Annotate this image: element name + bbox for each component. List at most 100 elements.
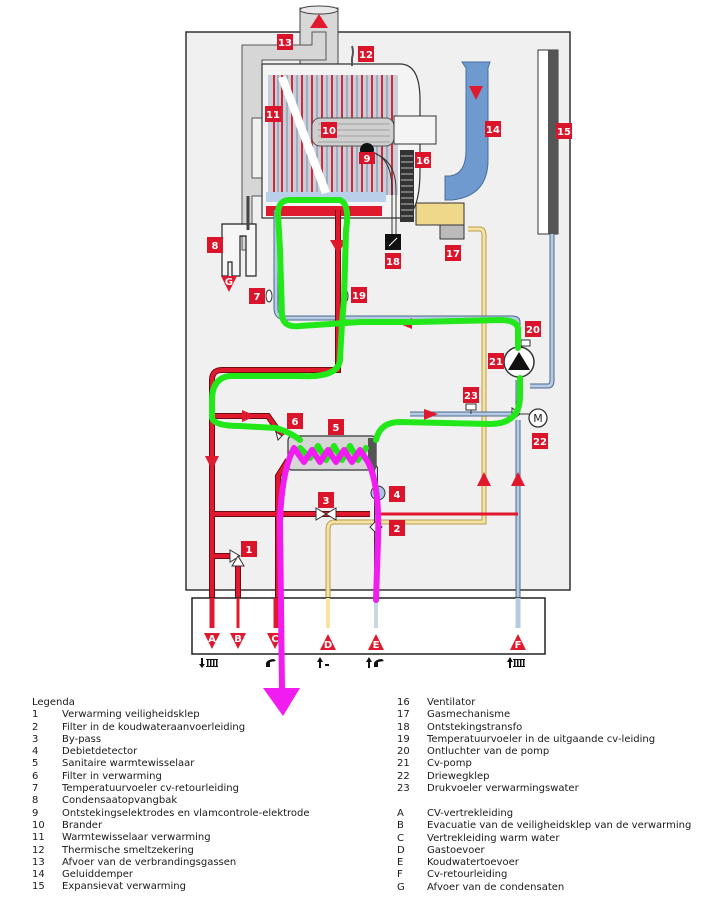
- svg-text:4: 4: [394, 490, 401, 501]
- condensate-plate: [278, 76, 330, 194]
- label-3: 3: [318, 492, 334, 508]
- radiator-outflow-icon: [199, 658, 218, 668]
- bypass-valve: [315, 507, 327, 521]
- connection-G: G: [221, 276, 237, 292]
- legend-title: Legenda: [32, 697, 75, 708]
- component-labels: 1 2 3 4 5 6 7 8 9 10 11 12 13 14 15 16 1…: [207, 34, 572, 557]
- radiator-return-icon: [507, 657, 525, 668]
- label-16: 16: [415, 152, 431, 168]
- connection-E: E: [368, 634, 384, 651]
- svg-text:B: B: [234, 634, 242, 645]
- label-10: 10: [321, 122, 337, 138]
- flue-arrow: [310, 14, 328, 28]
- label-14: 14: [485, 121, 501, 137]
- connection-B: B: [230, 633, 246, 649]
- magenta-annotation-dhw-path: [277, 445, 382, 693]
- condensate-trap: [221, 223, 257, 277]
- label-5: 5: [328, 419, 344, 435]
- cold-tap-icon: [366, 657, 384, 668]
- svg-text:14: 14: [486, 125, 500, 136]
- svg-text:F: F: [515, 640, 522, 651]
- valve-motor-symbol: M: [533, 412, 543, 425]
- svg-text:16: 16: [416, 156, 430, 167]
- label-23: 23: [463, 387, 479, 403]
- label-11: 11: [265, 106, 281, 122]
- svg-text:E: E: [373, 640, 380, 651]
- svg-text:6: 6: [292, 417, 299, 428]
- svg-text:7: 7: [254, 292, 261, 303]
- flow-arrow: [242, 410, 256, 422]
- label-1: 1: [241, 541, 257, 557]
- silencer: [444, 61, 491, 201]
- boiler-schematic: M A B C D E F G: [185, 5, 572, 716]
- label-4: 4: [389, 486, 405, 502]
- label-2: 2: [389, 520, 405, 536]
- svg-text:23: 23: [464, 391, 478, 402]
- safety-valve: [229, 549, 241, 563]
- silencer-arrow: [469, 86, 483, 100]
- label-17: 17: [445, 245, 461, 261]
- flue-opening: [299, 5, 339, 15]
- svg-text:5: 5: [333, 423, 340, 434]
- label-8: 8: [207, 237, 223, 253]
- gas-valve: [415, 202, 465, 226]
- return-temp-sensor: [265, 289, 273, 303]
- label-6: 6: [287, 413, 303, 429]
- heating-filter: [275, 430, 283, 441]
- green-annotation-heating-loop: [209, 197, 523, 443]
- connection-stubs: [209, 598, 521, 628]
- label-15: 15: [556, 123, 572, 139]
- burner-inlet: [393, 115, 437, 145]
- svg-text:22: 22: [533, 437, 547, 448]
- pump-deaerator: [520, 339, 531, 347]
- flow-arrow: [511, 472, 525, 486]
- svg-text:C: C: [271, 634, 278, 645]
- connection-A: A: [204, 633, 220, 649]
- svg-text:A: A: [208, 634, 216, 645]
- svg-text:9: 9: [364, 154, 371, 165]
- svg-text:2: 2: [394, 524, 401, 535]
- flow-arrow: [205, 456, 219, 470]
- thermal-fuse: [351, 45, 354, 66]
- svg-text:13: 13: [278, 38, 292, 49]
- label-9: 9: [359, 152, 375, 165]
- label-7: 7: [249, 288, 265, 304]
- svg-text:12: 12: [359, 50, 373, 61]
- svg-text:D: D: [324, 640, 332, 651]
- hot-tap-icon: [266, 659, 276, 667]
- svg-text:11: 11: [266, 110, 280, 121]
- flow-arrow: [477, 472, 491, 486]
- electrode-wires: [371, 151, 397, 238]
- label-12: 12: [358, 46, 374, 62]
- label-19: 19: [351, 287, 367, 303]
- svg-text:20: 20: [526, 325, 540, 336]
- label-18: 18: [385, 253, 401, 269]
- svg-text:19: 19: [352, 291, 366, 302]
- svg-text:1: 1: [246, 545, 253, 556]
- svg-text:10: 10: [322, 126, 336, 137]
